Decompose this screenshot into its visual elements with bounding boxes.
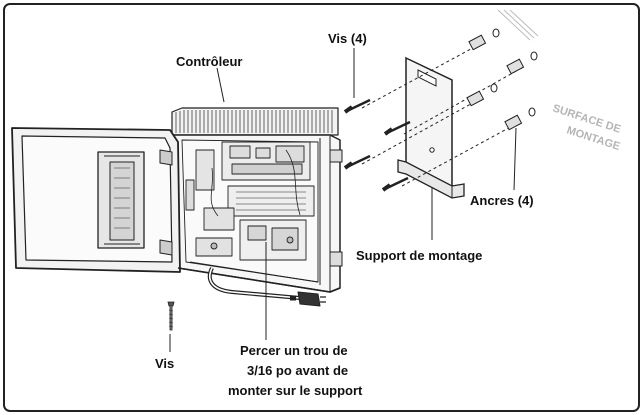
controller-door [11,127,181,273]
heat-sink [171,107,339,136]
label-controller: Contrôleur [176,54,242,69]
label-drill-line-1: Percer un trou de [240,343,348,358]
controller-unit [11,107,343,307]
label-screws-4: Vis (4) [328,31,367,46]
label-anchors: Ancres (4) [470,193,534,208]
label-drill-line-2: 3/16 po avant de [247,363,348,378]
label-mounting-bracket: Support de montage [356,248,482,263]
alignment-lines [361,43,519,187]
mounting-surface-hatch [497,9,539,41]
label-screw: Vis [155,356,174,371]
leader-lines [169,48,517,352]
wall-anchors [466,28,538,131]
screw-bottom [167,301,175,331]
label-drill-line-3: monter sur le support [228,383,363,398]
circuit-boards [181,139,319,283]
bracket-screws [343,98,411,192]
cord-plug [297,291,321,307]
